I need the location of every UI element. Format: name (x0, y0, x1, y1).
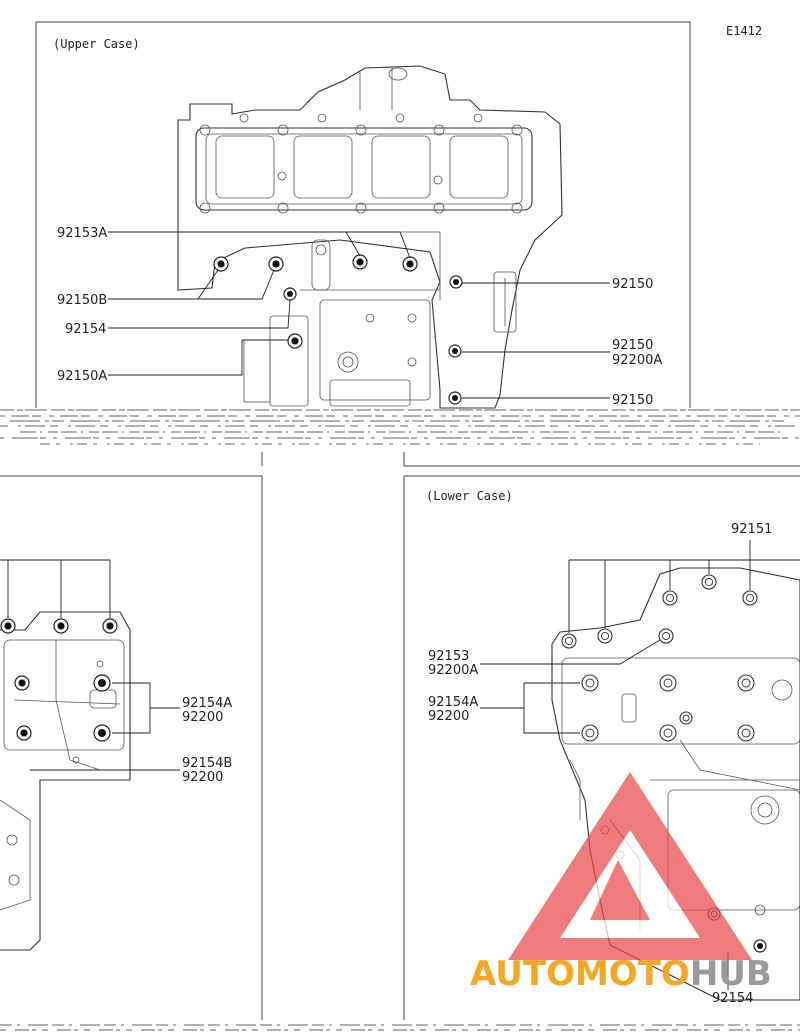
left-case-panel: 92154A 92200 92154B 92200 (0, 475, 263, 1020)
left-leader-lines (0, 559, 180, 771)
label-92150-upper-1: 92150 (612, 277, 653, 292)
label-92154A-left: 92154A (182, 696, 232, 711)
label-92154-lower: 92154 (712, 991, 753, 1006)
label-92154-upper: 92154 (65, 322, 106, 337)
automotohub-watermark: AUTOMOTOHUB (470, 772, 772, 994)
label-92200A-upper: 92200A (612, 353, 662, 368)
upper-case-panel: (Upper Case) E1412 (35, 21, 800, 467)
label-92151-lower: 92151 (731, 522, 772, 537)
lower-case-title: (Lower Case) (426, 489, 513, 503)
watermark-text-hub: HUB (690, 954, 772, 994)
left-case-bolts (0, 618, 118, 742)
label-92150-upper-3: 92150 (612, 393, 653, 408)
svg-text:AUTOMOTOHUB: AUTOMOTOHUB (470, 954, 772, 994)
watermark-triangle-logo (508, 772, 752, 960)
left-case-drawing (0, 611, 131, 951)
upper-case-title: (Upper Case) (53, 37, 140, 51)
watermark-text-automoto: AUTOMOTO (470, 954, 690, 994)
label-92153A: 92153A (57, 226, 107, 241)
label-92150B: 92150B (57, 293, 107, 308)
label-92153-lower: 92153 (428, 649, 469, 664)
upper-leader-lines (108, 231, 610, 399)
label-92200-left-2: 92200 (182, 770, 223, 785)
label-92154A-lower: 92154A (428, 695, 478, 710)
upper-case-bolts (213, 254, 463, 405)
label-92200-lower: 92200 (428, 709, 469, 724)
label-92200A-lower: 92200A (428, 663, 478, 678)
label-92200-left-1: 92200 (182, 710, 223, 725)
scan-noise-band (0, 409, 800, 1031)
label-92150A: 92150A (57, 369, 107, 384)
label-92150-upper-2: 92150 (612, 338, 653, 353)
upper-crankcase-drawing (177, 65, 563, 409)
diagram-code: E1412 (726, 24, 762, 38)
label-92154B-left: 92154B (182, 756, 232, 771)
lower-leader-lines (480, 540, 800, 990)
